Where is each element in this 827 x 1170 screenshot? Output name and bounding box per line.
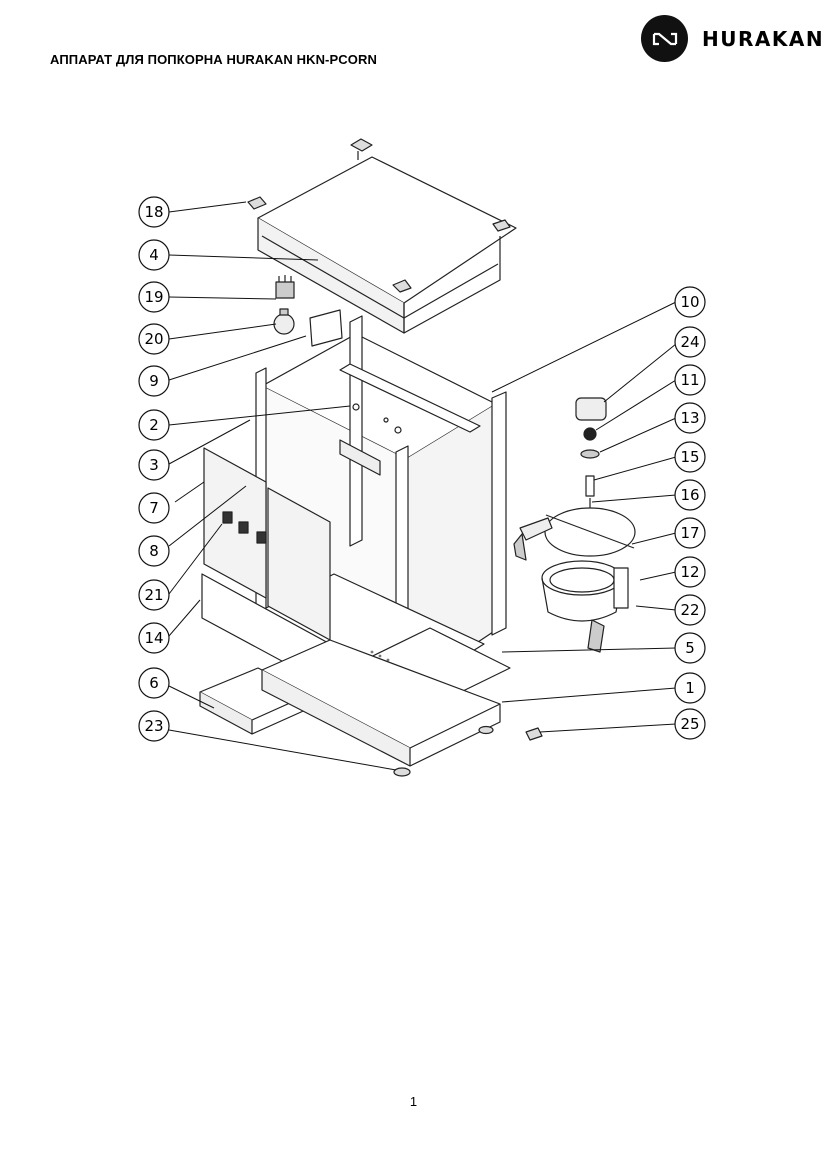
callout-label-18: 18 — [144, 203, 163, 221]
callout-label-4: 4 — [149, 246, 159, 264]
brand-name: HURAKAN — [702, 26, 825, 51]
callout-label-25: 25 — [680, 715, 699, 733]
doors-part — [203, 447, 331, 641]
callout-label-15: 15 — [680, 448, 699, 466]
callout-10: 10 — [674, 286, 706, 318]
callout-label-20: 20 — [144, 330, 163, 348]
callout-label-8: 8 — [149, 542, 159, 560]
callout-7: 7 — [138, 492, 170, 524]
callout-3: 3 — [138, 449, 170, 481]
callout-label-13: 13 — [680, 409, 699, 427]
callout-4: 4 — [138, 239, 170, 271]
callout-24: 24 — [674, 326, 706, 358]
base-frame-part — [261, 639, 501, 767]
callout-label-17: 17 — [680, 524, 699, 542]
callout-label-9: 9 — [149, 372, 159, 390]
callout-label-21: 21 — [144, 586, 163, 604]
callout-20: 20 — [138, 323, 170, 355]
callout-label-7: 7 — [149, 499, 159, 517]
callout-label-6: 6 — [149, 674, 159, 692]
page-number: 1 — [409, 1094, 418, 1109]
callout-9: 9 — [138, 365, 170, 397]
top-lid-part — [247, 138, 517, 334]
callout-label-11: 11 — [680, 371, 699, 389]
callout-2: 2 — [138, 409, 170, 441]
callout-label-22: 22 — [680, 601, 699, 619]
callout-19: 19 — [138, 281, 170, 313]
callout-label-10: 10 — [680, 293, 699, 311]
callout-18: 18 — [138, 196, 170, 228]
callout-1: 1 — [674, 672, 706, 704]
bracket-part — [525, 727, 543, 741]
callout-label-24: 24 — [680, 333, 699, 351]
callouts: 18 4 19 20 9 2 3 7 8 21 14 6 23 10 24 — [138, 196, 706, 742]
callout-label-23: 23 — [144, 717, 163, 735]
callout-5: 5 — [674, 632, 706, 664]
leader-lines — [168, 201, 677, 771]
callout-label-19: 19 — [144, 288, 163, 306]
kettle-lid-part — [513, 507, 636, 561]
lamp-bulb-part — [273, 308, 295, 335]
callout-12: 12 — [674, 556, 706, 588]
switches-part — [222, 511, 267, 544]
callout-25: 25 — [674, 708, 706, 740]
callout-label-16: 16 — [680, 486, 699, 504]
callout-6: 6 — [138, 667, 170, 699]
document-title: АППАРАТ ДЛЯ ПОПКОРНА HURAKAN HKN-PCORN — [50, 52, 377, 67]
callout-label-12: 12 — [680, 563, 699, 581]
foot-part — [393, 725, 494, 777]
callout-8: 8 — [138, 535, 170, 567]
callout-label-1: 1 — [685, 679, 695, 697]
callout-17: 17 — [674, 517, 706, 549]
callout-label-2: 2 — [149, 416, 159, 434]
callout-11: 11 — [674, 364, 706, 396]
callout-22: 22 — [674, 594, 706, 626]
hurakan-logo-icon — [641, 15, 688, 62]
callout-23: 23 — [138, 710, 170, 742]
brand-logo: HURAKAN — [641, 15, 824, 62]
callout-label-5: 5 — [685, 639, 695, 657]
callout-21: 21 — [138, 579, 170, 611]
reflector-panel-part — [309, 309, 343, 347]
lamp-holder-part — [275, 275, 295, 299]
callout-label-3: 3 — [149, 456, 159, 474]
callout-15: 15 — [674, 441, 706, 473]
kettle-part — [541, 560, 629, 653]
callout-14: 14 — [138, 622, 170, 654]
callout-16: 16 — [674, 479, 706, 511]
callout-label-14: 14 — [144, 629, 163, 647]
kettle-motor-part — [575, 397, 607, 520]
callout-13: 13 — [674, 402, 706, 434]
